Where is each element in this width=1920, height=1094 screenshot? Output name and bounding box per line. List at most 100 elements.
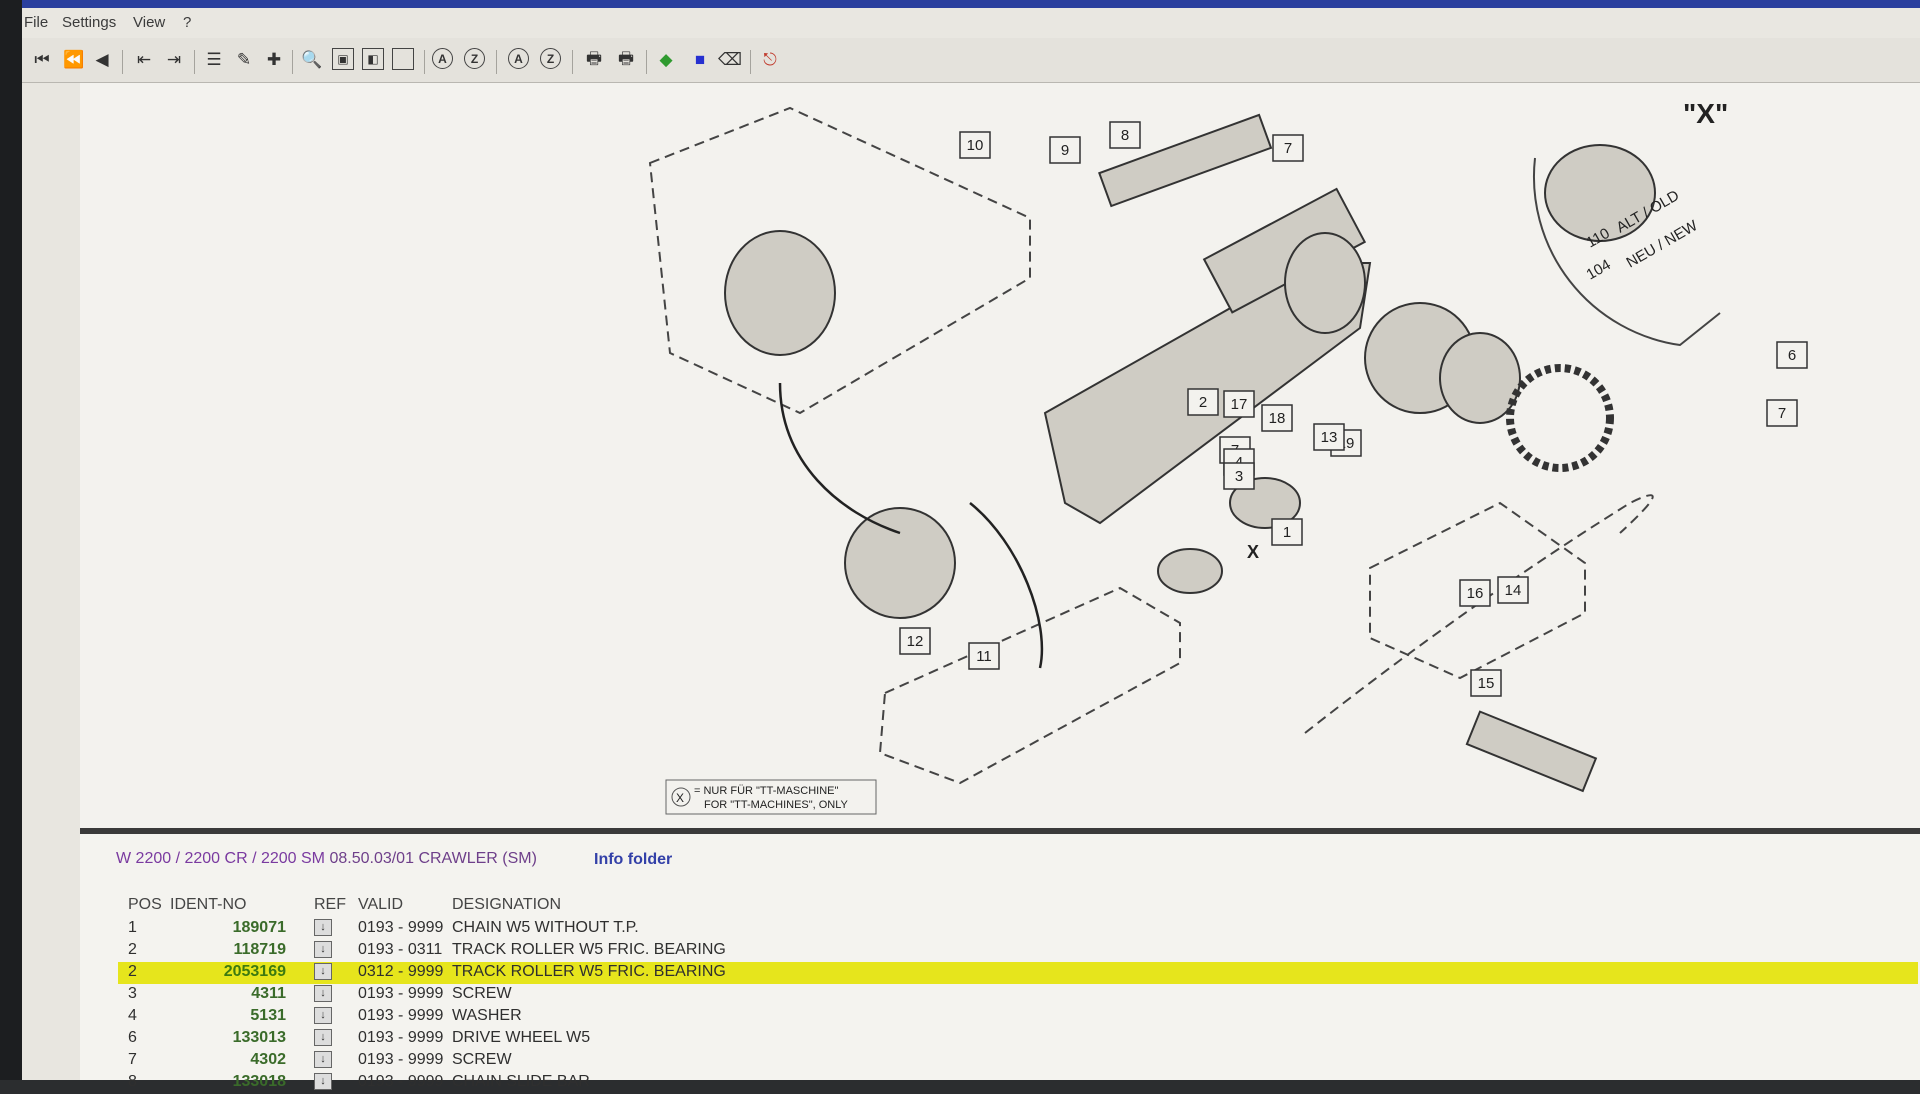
green-icon[interactable]: ◆ bbox=[659, 50, 673, 69]
header-ref[interactable]: REF bbox=[314, 896, 346, 913]
row-ident: 133018 bbox=[232, 1073, 286, 1090]
info-folder-link[interactable]: Info folder bbox=[594, 851, 673, 868]
row-ident: 5131 bbox=[250, 1007, 286, 1024]
group-name: CRAWLER (SM) bbox=[418, 850, 537, 867]
row-valid: 0312 - 9999 bbox=[358, 963, 444, 980]
import-icon[interactable]: ⇥ bbox=[166, 50, 182, 69]
edit-icon[interactable]: ✎ bbox=[236, 50, 252, 69]
menu-help[interactable]: ? bbox=[183, 14, 192, 31]
callout-8[interactable]: 18 bbox=[1261, 404, 1293, 432]
menu-file[interactable]: File bbox=[24, 14, 49, 31]
callout-1[interactable]: 9 bbox=[1049, 136, 1081, 164]
roller-group-outline bbox=[878, 586, 1181, 785]
idler-group-outline bbox=[648, 106, 1031, 415]
header-pos[interactable]: POS bbox=[128, 896, 162, 913]
callout-label: 1 bbox=[1283, 524, 1291, 541]
row-ref-button[interactable]: ↓ bbox=[314, 1051, 332, 1068]
callout-3[interactable]: 7 bbox=[1272, 134, 1304, 162]
exit-icon[interactable]: ⎋ bbox=[763, 50, 777, 69]
callout-2[interactable]: 8 bbox=[1109, 121, 1141, 149]
monitor-bezel bbox=[0, 0, 22, 1080]
row-ref-button[interactable]: ↓ bbox=[314, 919, 332, 936]
row-ref-button[interactable]: ↓ bbox=[314, 985, 332, 1002]
prev-icon[interactable]: ◀ bbox=[95, 50, 109, 69]
print2-icon[interactable]: 🖶 bbox=[617, 48, 635, 68]
callout-17[interactable]: 12 bbox=[899, 627, 931, 655]
row-valid: 0193 - 9999 bbox=[358, 985, 444, 1002]
list-icon[interactable]: ☰ bbox=[206, 50, 222, 69]
header-designation[interactable]: DESIGNATION bbox=[452, 896, 562, 913]
callout-6[interactable]: 2 bbox=[1187, 388, 1219, 416]
page2-icon[interactable]: ◧ bbox=[362, 48, 384, 70]
row-pos: 2 bbox=[128, 941, 137, 958]
callout-19[interactable]: 15 bbox=[1470, 669, 1502, 697]
row-ref-button[interactable]: ↓ bbox=[314, 1073, 332, 1090]
z2-icon[interactable]: Z bbox=[540, 48, 561, 69]
prev-fast-icon[interactable]: ⏪ bbox=[63, 50, 85, 69]
callout-0[interactable]: 10 bbox=[959, 131, 991, 159]
callout-15[interactable]: 16 bbox=[1459, 579, 1491, 607]
header-ident[interactable]: IDENT-NO bbox=[170, 896, 247, 913]
frame-icon[interactable] bbox=[392, 48, 414, 70]
callout-4[interactable]: 6 bbox=[1776, 341, 1808, 369]
track-roller-tt bbox=[1157, 548, 1223, 594]
frame-bore bbox=[1284, 232, 1366, 334]
print-icon[interactable]: 🖶 bbox=[585, 48, 603, 68]
z-icon[interactable]: Z bbox=[464, 48, 485, 69]
row-valid: 0193 - 0311 bbox=[358, 941, 443, 958]
callout-13[interactable]: 13 bbox=[1313, 423, 1345, 451]
callout-14[interactable]: 1 bbox=[1271, 518, 1303, 546]
callout-label: 13 bbox=[1321, 429, 1338, 446]
header-valid[interactable]: VALID bbox=[358, 896, 404, 913]
row-ref-button[interactable]: ↓ bbox=[314, 1007, 332, 1024]
a2-icon[interactable]: A bbox=[508, 48, 529, 69]
page-icon[interactable]: ▣ bbox=[332, 48, 354, 70]
eraser-icon[interactable]: ⌫ bbox=[717, 50, 743, 69]
menu-view[interactable]: View bbox=[133, 14, 166, 31]
row-ident: 133013 bbox=[232, 1029, 286, 1046]
row-pos: 4 bbox=[128, 1007, 137, 1024]
menu-bar: File Settings View ? bbox=[22, 8, 1920, 38]
row-ident: 4311 bbox=[251, 985, 286, 1002]
callout-label: 14 bbox=[1505, 582, 1522, 599]
export-icon[interactable]: ⇤ bbox=[136, 50, 152, 69]
callout-18[interactable]: 11 bbox=[968, 642, 1000, 670]
callout-5[interactable]: 7 bbox=[1766, 399, 1798, 427]
menu-settings[interactable]: Settings bbox=[62, 14, 117, 31]
chain-arrow-2 bbox=[969, 502, 1044, 669]
callout-12[interactable]: 3 bbox=[1223, 462, 1255, 490]
callout-label: 18 bbox=[1269, 410, 1286, 427]
pane-divider[interactable] bbox=[80, 828, 1920, 834]
blue-icon[interactable]: ■ bbox=[694, 50, 706, 69]
callout-label: 10 bbox=[967, 137, 984, 154]
row-designation: CHAIN W5 WITHOUT T.P. bbox=[452, 919, 639, 936]
callout-16[interactable]: 14 bbox=[1497, 576, 1529, 604]
toolbar-separator bbox=[646, 50, 647, 74]
shoe-plate bbox=[1465, 710, 1598, 793]
note-line-1: = NUR FÜR "TT-MASCHINE" bbox=[694, 785, 838, 797]
row-ref-button[interactable]: ↓ bbox=[314, 963, 332, 980]
idler-wheel-lower bbox=[844, 507, 956, 619]
marker-x-label: X bbox=[1247, 542, 1259, 562]
add-icon[interactable]: ✚ bbox=[266, 50, 282, 69]
row-ref-button[interactable]: ↓ bbox=[314, 1029, 332, 1046]
row-ref-button[interactable]: ↓ bbox=[314, 941, 332, 958]
detail-roller bbox=[1544, 144, 1656, 242]
row-designation: SCREW bbox=[452, 1051, 512, 1068]
a-icon[interactable]: A bbox=[432, 48, 453, 69]
callout-label: 16 bbox=[1467, 585, 1484, 602]
row-ident: 118719 bbox=[233, 941, 286, 958]
callout-7[interactable]: 17 bbox=[1223, 390, 1255, 418]
zoom-icon[interactable]: 🔍 bbox=[301, 50, 323, 69]
first-icon[interactable]: ⏮ bbox=[34, 50, 50, 69]
track-roller bbox=[1229, 477, 1301, 529]
